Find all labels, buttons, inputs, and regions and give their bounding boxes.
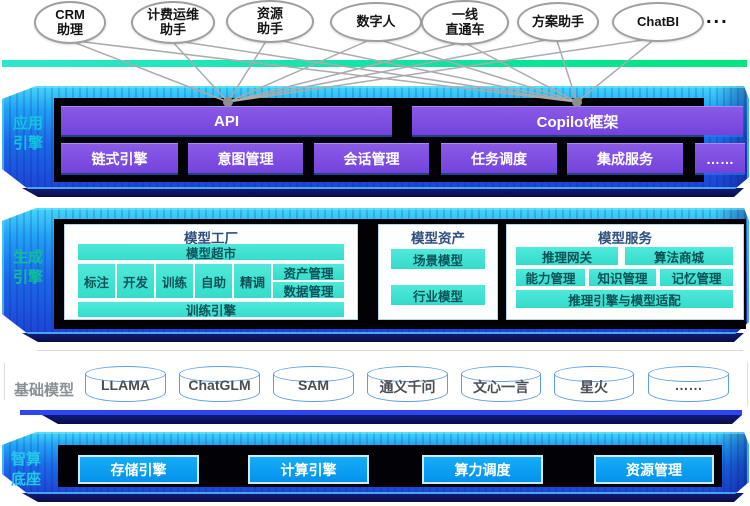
resource-mgmt-box: 资源管理	[594, 455, 714, 484]
step-selfservice: 自助	[195, 264, 232, 298]
scene-model-box: 场景模型	[391, 249, 485, 269]
divider-line	[2, 60, 747, 67]
compute-layer-shadow	[4, 493, 744, 502]
model-cylinder-wenxin: 文心一言	[461, 366, 541, 402]
service-intent-mgmt: 意图管理	[188, 143, 303, 173]
model-assets-title: 模型资产	[411, 231, 465, 246]
service-chain-engine: 链式引擎	[61, 143, 178, 173]
base-models-blue-edge	[20, 410, 742, 415]
app-bubble-crm: CRM 助理	[34, 1, 106, 44]
app-engine-label: 应用 引擎	[13, 115, 44, 153]
service-integration: 集成服务	[567, 143, 683, 173]
base-models-label: 基础模型	[14, 382, 75, 399]
api-bar: API	[61, 106, 392, 135]
service-session-mgmt: 会话管理	[314, 143, 429, 173]
model-services-title: 模型服务	[598, 231, 652, 246]
model-cylinder-more: ……	[648, 366, 729, 402]
storage-engine-box: 存储引擎	[78, 455, 199, 484]
compute-engine-box: 计算引擎	[248, 455, 369, 484]
compute-label: 智算 底座	[11, 451, 42, 489]
gen-engine-layer-shadow	[4, 333, 744, 342]
copilot-bar: Copilot框架	[412, 106, 743, 135]
algo-market-box: 算法商城	[625, 247, 733, 265]
model-cylinder-xinghuo: 星火	[554, 366, 634, 402]
step-finetune: 精调	[234, 264, 271, 298]
service-task-sched: 任务调度	[441, 143, 557, 173]
model-factory-title: 模型工厂	[184, 231, 238, 246]
knowledge-mgmt-box: 知识管理	[589, 269, 656, 286]
model-market-bar: 模型超市	[78, 244, 344, 261]
app-bubble-resource: 资源 助手	[226, 0, 314, 43]
model-cylinder-tongyi: 通义千问	[367, 366, 448, 402]
service-more: ……	[695, 143, 745, 173]
gen-engine-label: 生成 引擎	[13, 249, 44, 287]
step-train: 训练	[156, 264, 193, 298]
app-bubble-chatbi: ChatBI	[612, 2, 704, 42]
industry-model-box: 行业模型	[391, 285, 485, 305]
capability-mgmt-box: 能力管理	[516, 269, 585, 286]
more-apps-ellipsis: ...	[706, 6, 729, 28]
data-mgmt-box: 数据管理	[273, 282, 344, 299]
model-cylinder-chatglm: ChatGLM	[179, 366, 260, 402]
app-bubble-billing: 计费运维 助手	[131, 1, 215, 44]
app-bubble-solution: 方案助手	[517, 2, 599, 42]
model-cylinder-sam: SAM	[273, 366, 354, 402]
model-services-box: 模型服务 推理网关 算法商城 能力管理 知识管理 记忆管理 推理引擎与模型适配	[506, 224, 744, 320]
memory-mgmt-box: 记忆管理	[660, 269, 733, 286]
app-engine-layer-shadow	[4, 188, 744, 197]
step-annotation: 标注	[78, 264, 115, 298]
model-factory-box: 模型工厂 模型超市 标注 开发 训练 自助 精调 资产管理 数据管理 训练引擎	[64, 224, 358, 320]
asset-mgmt-box: 资产管理	[273, 264, 344, 281]
inference-gateway-box: 推理网关	[516, 247, 618, 265]
step-develop: 开发	[117, 264, 154, 298]
base-models-shadow	[24, 415, 742, 424]
power-sched-box: 算力调度	[422, 455, 543, 484]
model-cylinder-llama: LLAMA	[85, 366, 166, 402]
training-engine-bar: 训练引擎	[78, 302, 344, 318]
inference-adapter-box: 推理引擎与模型适配	[516, 290, 733, 308]
app-bubble-digital-human: 数字人	[330, 2, 422, 42]
model-assets-box: 模型资产 场景模型 行业模型	[378, 224, 498, 320]
app-bubble-frontline: 一线 直通车	[421, 0, 509, 45]
